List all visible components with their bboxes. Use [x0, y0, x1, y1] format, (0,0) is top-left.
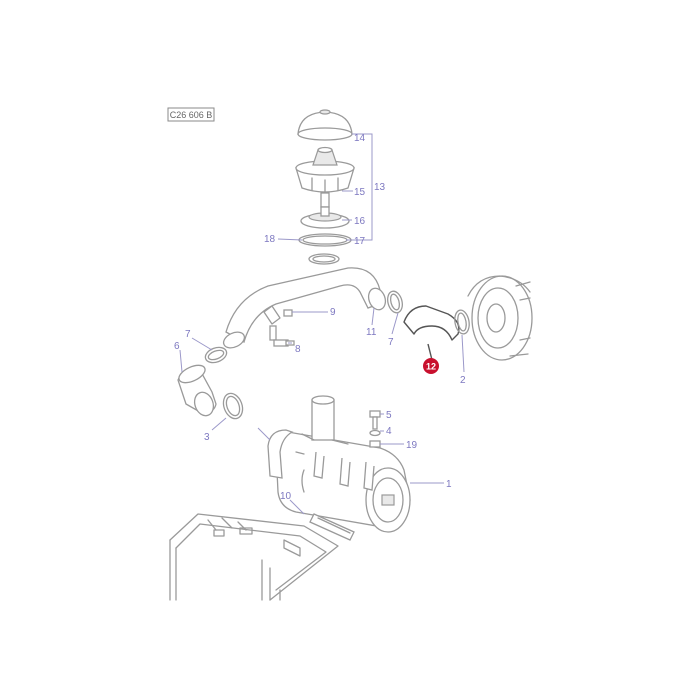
- callout-7-left: 7: [185, 329, 191, 340]
- callout-2: 2: [460, 375, 466, 386]
- engine-turbo-housing: [467, 275, 533, 361]
- callout-1: 1: [446, 479, 452, 490]
- callout-16: 16: [354, 216, 366, 227]
- callout-12: 12: [426, 362, 436, 372]
- part-11-clamp: [387, 290, 403, 314]
- callout-19: 19: [406, 440, 418, 451]
- group-13-bracket: [352, 133, 373, 241]
- callout-18: 18: [264, 234, 276, 245]
- drawing-code: C26 606 B: [170, 110, 213, 120]
- part-9-intake-pipe: [222, 267, 387, 349]
- callout-7-right: 7: [388, 337, 394, 348]
- part-8-nipple: [283, 309, 293, 317]
- part-10-strap: [309, 513, 355, 541]
- part-7-clamp-left: [204, 346, 228, 364]
- callout-labels: 14 13 15 16 17 18 9 8 7 6 11 7 2 3 5 4 1…: [174, 133, 466, 502]
- part-14-precleaner-cap: [297, 109, 353, 141]
- callout-11: 11: [366, 327, 377, 338]
- leader-lines: [179, 190, 465, 515]
- part-5-bolt: [369, 410, 381, 430]
- part-1-air-filter-body: [267, 395, 411, 533]
- drawing-code-box: C26 606 B: [167, 107, 215, 122]
- part-19-nut: [369, 440, 381, 448]
- part-3-clamp: [222, 392, 244, 420]
- part-16-vane-ring: [300, 206, 350, 229]
- part-6-elbow-hose: [177, 364, 217, 417]
- highlight-marker: [423, 358, 439, 374]
- callout-4: 4: [386, 426, 392, 437]
- callout-9: 9: [330, 307, 336, 318]
- callout-14: 14: [354, 133, 366, 144]
- chassis-frame: [169, 513, 339, 601]
- part-15-precleaner-bowl: [295, 146, 355, 208]
- callout-17: 17: [354, 236, 366, 247]
- callout-5: 5: [386, 410, 392, 421]
- part-2-clamp: [454, 309, 470, 335]
- part-17-seal-ring: [308, 253, 340, 265]
- callout-6: 6: [174, 341, 180, 352]
- part-4-washer: [369, 429, 381, 437]
- callout-3: 3: [204, 432, 210, 443]
- callout-10: 10: [280, 491, 292, 502]
- part-12-hose: [403, 305, 460, 361]
- callout-13: 13: [374, 182, 386, 193]
- callout-15: 15: [354, 187, 366, 198]
- part-18-clamp-ring: [298, 233, 352, 247]
- callout-8: 8: [295, 344, 301, 355]
- callout-12-highlight: 12: [423, 358, 439, 374]
